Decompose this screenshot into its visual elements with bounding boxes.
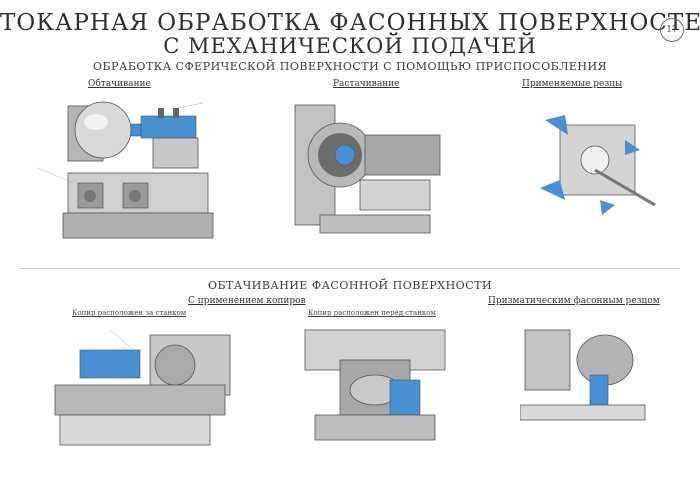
copier-behind-figure	[54, 329, 231, 446]
section1-sub-boring: Растачивание	[333, 79, 400, 89]
caption-copier-behind: Копир расположен за станком	[72, 309, 187, 317]
caption-copier-front: Копир расположен перед станком	[308, 309, 436, 317]
prismatic-cutter-figure	[520, 329, 646, 421]
section-divider	[20, 268, 680, 269]
section1-sub-turning: Обтачивание	[88, 79, 151, 89]
sphere-boring-figure	[294, 104, 441, 234]
poster-title-line1: ТОКАРНАЯ ОБРАБОТКА ФАСОННЫХ ПОВЕРХНОСТЕЙ	[0, 10, 700, 36]
page-number: 17	[660, 18, 684, 42]
poster-title-line2: С МЕХАНИЧЕСКОЙ ПОДАЧЕЙ	[163, 34, 537, 58]
section1-sub-cutters: Применяемые резцы	[522, 79, 623, 89]
section2-heading: ОБТАЧИВАНИЕ ФАСОННОЙ ПОВЕРХНОСТИ	[207, 279, 493, 292]
section2-sub-prismatic: Призматическим фасонным резцом	[488, 296, 660, 306]
section1-heading: ОБРАБОТКА СФЕРИЧЕСКОЙ ПОВЕРХНОСТИ С ПОМО…	[93, 60, 607, 73]
copier-front-figure	[304, 329, 446, 441]
sphere-turning-figure	[37, 101, 214, 239]
section2-sub-copiers: С применением копиров	[188, 296, 306, 306]
cutters-figure	[540, 115, 656, 215]
